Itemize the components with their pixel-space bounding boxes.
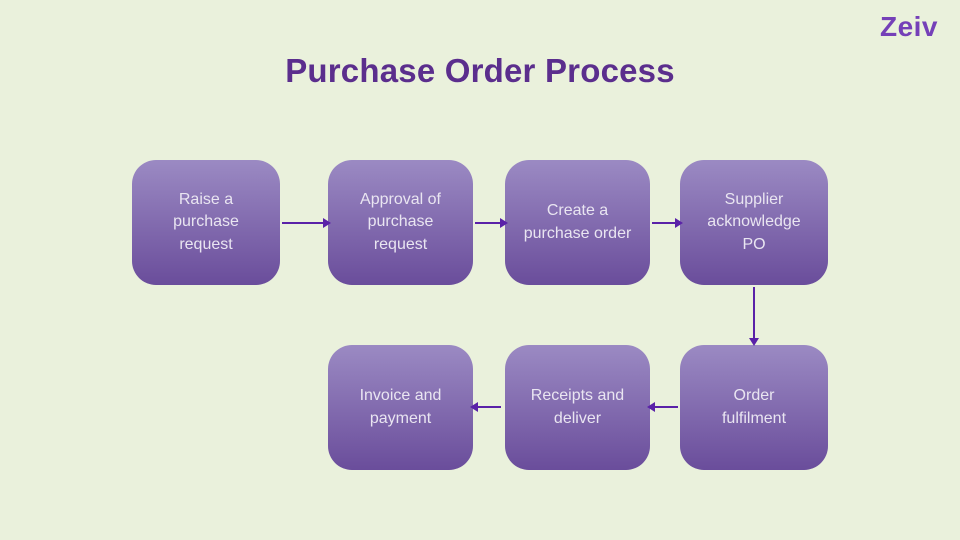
flow-node-create-purchase-order: Create a purchase order	[505, 160, 650, 285]
flow-node-label: Raise a purchase request	[173, 191, 239, 253]
arrow-left-icon-receipts-to-invoice	[470, 402, 501, 412]
flow-node-invoice-and-payment: Invoice and payment	[328, 345, 473, 470]
arrow-down-icon-supplier-to-fulfilment	[749, 287, 759, 346]
flow-node-label: Order fulfilment	[721, 387, 787, 427]
arrow-right-icon-raise-to-approval	[282, 218, 331, 228]
flow-node-label: Receipts and deliver	[530, 387, 625, 427]
flow-node-order-fulfilment: Order fulfilment	[680, 345, 828, 470]
flow-node-receipts-and-deliver: Receipts and deliver	[505, 345, 650, 470]
flow-node-supplier-acknowledge-po: Supplier acknowledge PO	[680, 160, 828, 285]
flow-node-label: Approval of purchase request	[360, 191, 441, 253]
flow-node-label: Create a purchase order	[523, 202, 632, 242]
arrow-right-icon-create-to-supplier	[652, 218, 683, 228]
arrow-left-icon-fulfilment-to-receipts	[647, 402, 678, 412]
zeiv-logo: Zeiv	[879, 11, 938, 42]
flow-node-label: Supplier acknowledge PO	[707, 191, 801, 253]
flow-node-raise-purchase-request: Raise a purchase request	[132, 160, 280, 285]
page-title: Purchase Order Process	[285, 52, 675, 89]
arrow-right-icon-approval-to-create	[475, 218, 508, 228]
flow-node-approval-of-purchase-request: Approval of purchase request	[328, 160, 473, 285]
flow-node-label: Invoice and payment	[359, 387, 442, 427]
